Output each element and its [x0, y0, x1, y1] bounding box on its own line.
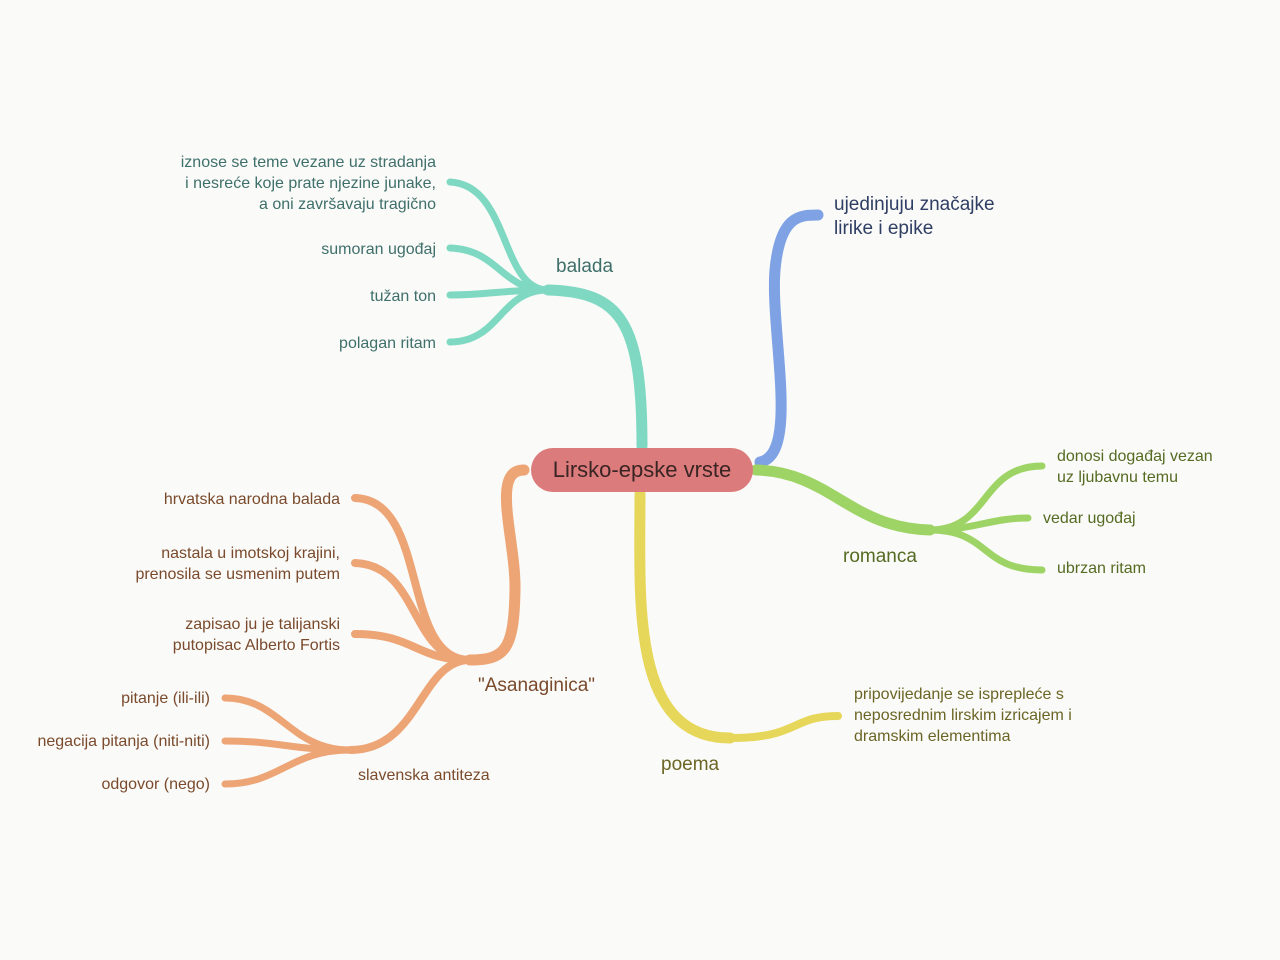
connector-poema-leaf-1 — [726, 712, 842, 742]
node-antiteza-leaf-2[interactable]: negacija pitanja (niti-niti) — [37, 733, 210, 750]
node-slavenska-antiteza[interactable]: slavenska antiteza — [358, 767, 490, 784]
connector-root-asanaginica — [464, 464, 530, 666]
connector-root-balada — [542, 284, 648, 452]
node-balada[interactable]: balada — [556, 256, 614, 277]
node-ujedinjuju[interactable]: ujedinjuju značajke lirike i epike — [834, 194, 995, 239]
node-asanaginica[interactable]: "Asanaginica" — [478, 675, 596, 696]
node-asanaginica-leaf-3[interactable]: zapisao ju je talijanski putopisac Alber… — [172, 616, 340, 654]
node-antiteza-leaf-1[interactable]: pitanje (ili-ili) — [121, 690, 210, 707]
connector-balada-leaf-4 — [446, 286, 552, 346]
node-balada-leaf-3[interactable]: tužan ton — [370, 288, 436, 305]
connector-antiteza-leaf-3 — [221, 746, 354, 788]
connector-balada-leaf-1 — [446, 178, 552, 294]
node-antiteza-leaf-3[interactable]: odgovor (nego) — [101, 776, 210, 793]
connector-root-romanca — [750, 464, 936, 536]
connector-root-ujedinjuju — [754, 209, 824, 468]
root-node[interactable]: Lirsko-epske vrste — [531, 448, 753, 492]
node-balada-leaf-1[interactable]: iznose se teme vezane uz stradanja i nes… — [180, 154, 436, 213]
node-romanca-leaf-2[interactable]: vedar ugođaj — [1043, 510, 1136, 527]
node-poema[interactable]: poema — [661, 754, 720, 775]
node-balada-leaf-2[interactable]: sumoran ugođaj — [321, 241, 436, 258]
node-asanaginica-leaf-1[interactable]: hrvatska narodna balada — [163, 491, 340, 508]
connector-asanaginica-leaf-3 — [351, 630, 474, 664]
node-romanca-leaf-3[interactable]: ubrzan ritam — [1057, 560, 1146, 577]
node-romanca-leaf-1[interactable]: donosi događaj vezan uz ljubavnu temu — [1057, 448, 1213, 486]
connector-root-poema — [634, 488, 736, 744]
node-romanca[interactable]: romanca — [843, 546, 917, 567]
root-label: Lirsko-epske vrste — [552, 457, 732, 482]
node-balada-leaf-4[interactable]: polagan ritam — [339, 335, 436, 352]
connector-romanca-leaf-3 — [926, 526, 1046, 574]
node-asanaginica-leaf-2[interactable]: nastala u imotskoj krajini, prenosila se… — [135, 545, 340, 583]
node-poema-leaf-1[interactable]: pripovijedanje se isprepleće s neposredn… — [854, 686, 1072, 745]
connector-asanaginica-antiteza — [346, 656, 474, 754]
